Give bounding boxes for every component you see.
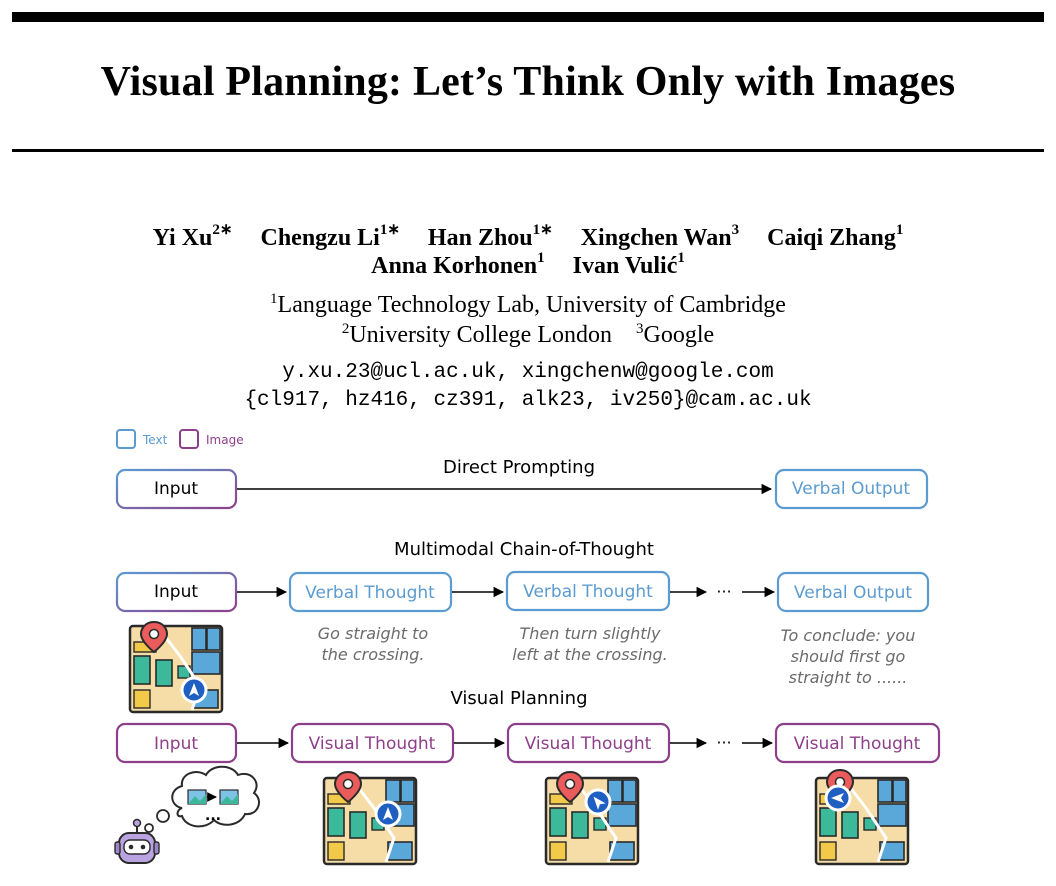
mcot-input-label: Input	[154, 582, 198, 602]
affiliation-line-1: 1Language Technology Lab, University of …	[270, 291, 786, 318]
navigation-arrow-icon	[374, 800, 402, 828]
legend-text-swatch	[116, 429, 136, 449]
mcot-note-3-line: To conclude: you	[781, 626, 916, 645]
map-icon	[322, 771, 418, 866]
legend-image-label: Image	[206, 433, 244, 447]
direct-output-box	[774, 468, 929, 510]
bubble-ellipsis: ...	[205, 808, 221, 824]
vp-thought-1-box	[290, 722, 455, 764]
email-line-1: y.xu.23@ucl.ac.uk, xingchenw@google.com	[282, 361, 774, 384]
mcot-ellipsis: ···	[716, 582, 731, 601]
navigation-arrow-icon	[824, 784, 852, 812]
vp-thought-2-box	[506, 722, 671, 764]
map-icon	[544, 771, 640, 866]
mcot-output-label: Verbal Output	[794, 583, 912, 603]
vp-thought-3-label: Visual Thought	[794, 734, 921, 754]
direct-output-label: Verbal Output	[792, 479, 910, 499]
vp-input-box	[115, 722, 238, 764]
robot-icon	[114, 818, 160, 864]
author: Ivan Vulić1	[572, 250, 685, 279]
author: Chengzu Li1∗	[260, 222, 400, 251]
mcot-note-1-line: Go straight to	[318, 624, 429, 643]
mcot-thought-1-label: Verbal Thought	[305, 583, 435, 603]
affiliation-line-2: 2University College London 3Google	[341, 321, 715, 348]
author-line-2: Anna Korhonen1 Ivan Vulić1	[0, 250, 1056, 280]
mcot-note-2-line: left at the crossing.	[512, 645, 667, 664]
legend-text-label: Text	[142, 433, 168, 447]
vp-ellipsis: ···	[716, 733, 731, 752]
top-rule	[12, 12, 1044, 22]
mcot-thought-2-box	[505, 570, 671, 612]
author: Caiqi Zhang1	[767, 222, 904, 251]
map-icon	[128, 621, 224, 714]
direct-prompting-caption: Direct Prompting	[443, 457, 595, 478]
mcot-note-2-line: Then turn slightly	[520, 624, 661, 643]
paper-title: Visual Planning: Let’s Think Only with I…	[100, 59, 956, 105]
author: Yi Xu2∗	[152, 222, 233, 251]
mcot-note-3-line: straight to ......	[789, 668, 908, 687]
author: Xingchen Wan3	[580, 222, 740, 251]
author-line-1: Yi Xu2∗ Chengzu Li1∗ Han Zhou1∗ Xingchen…	[0, 222, 1056, 252]
thought-bubble-icon: ...	[144, 765, 260, 833]
title-bottom-rule	[12, 149, 1044, 152]
direct-input-box	[115, 468, 238, 510]
mcot-thought-2-label: Verbal Thought	[523, 582, 653, 602]
author: Han Zhou1∗	[427, 222, 553, 251]
direct-input-label: Input	[154, 479, 198, 499]
mcot-caption: Multimodal Chain-of-Thought	[394, 539, 654, 560]
mcot-input-box	[115, 571, 238, 613]
author: Anna Korhonen1	[371, 250, 545, 279]
mcot-note-3-line: should first go	[791, 647, 906, 666]
vp-thought-2-label: Visual Thought	[525, 734, 652, 754]
vp-thought-3-box	[774, 722, 941, 764]
mcot-output-box	[776, 571, 930, 613]
vp-thought-1-label: Visual Thought	[309, 734, 436, 754]
mcot-thought-1-box	[288, 571, 453, 613]
mcot-note-1-line: the crossing.	[321, 645, 424, 664]
visual-planning-caption: Visual Planning	[451, 688, 588, 709]
map-icon	[814, 769, 910, 866]
legend-image-swatch	[179, 429, 199, 449]
email-line-2: {cl917, hz416, cz391, alk23, iv250}@cam.…	[244, 389, 812, 412]
navigation-arrow-icon	[180, 676, 208, 704]
vp-input-label: Input	[154, 734, 198, 754]
